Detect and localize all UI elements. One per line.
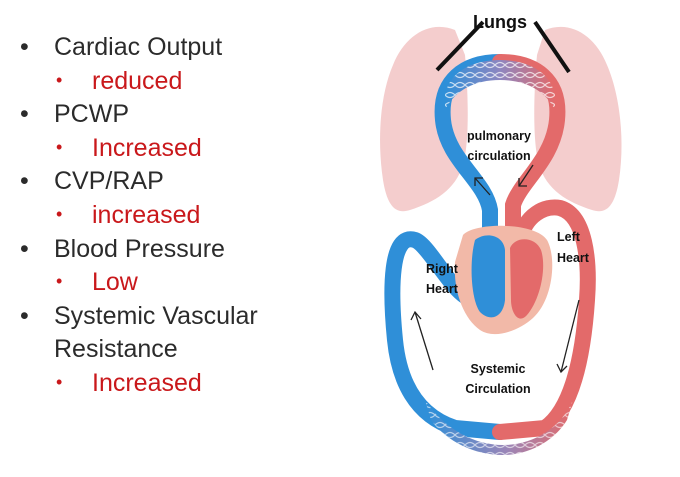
lung-pointer-line [435,20,485,72]
list-item-label: PCWP [54,100,129,128]
flow-arrow [474,177,491,196]
left-heart-label-line2: Heart [557,251,590,265]
bullet: • [20,167,29,195]
left-lung-shape [380,26,468,212]
bullet: • [56,137,63,157]
list-item: • CVP/RAP [20,167,164,196]
right-heart-label-line2: Heart [426,282,459,296]
list-item-label-line2: Resistance [54,335,178,364]
bullet: • [56,70,63,90]
flow-arrow [518,164,534,187]
list-item-label: CVP/RAP [54,167,164,195]
list-item-value: • Increased [56,369,202,398]
pulmonary-label-line2: circulation [467,149,530,163]
list-item-value-text: Increased [92,134,202,162]
list-item-value: • Increased [56,134,202,163]
circulation-svg: Lungs pulmonary circulation Left Heart R… [380,12,622,455]
flow-arrow [410,310,434,371]
list-item-value: • reduced [56,67,182,96]
bullet: • [56,271,63,291]
list-item-label: Cardiac Output [54,33,223,61]
list-item-label: Blood Pressure [54,235,225,263]
lung-pointer-line [533,20,571,74]
list-item: • Cardiac Output [20,33,222,62]
bullet: • [20,235,29,263]
left-heart-label-line1: Left [557,230,581,244]
circulation-diagram: Lungs pulmonary circulation Left Heart R… [335,0,680,477]
list-item-value-text: reduced [92,67,183,95]
list-item-label: Resistance [54,335,178,363]
pulmonary-label-line1: pulmonary [467,129,531,143]
list-item-label: Systemic Vascular [54,302,258,330]
systemic-artery-vessel [492,199,596,440]
flow-arrow [556,299,580,374]
list-item: • PCWP [20,100,129,129]
list-item-value-text: increased [92,201,201,229]
right-heart-label-line1: Right [426,262,459,276]
bullet: • [20,100,29,128]
bullet: • [20,33,29,61]
bullet: • [56,372,63,392]
right-heart-chamber [471,235,505,318]
list-item-value: • Low [56,268,138,297]
bullet: • [20,302,29,330]
left-heart-chamber [510,239,544,319]
lungs-label: Lungs [473,12,527,32]
list-item-value-text: Increased [92,369,202,397]
list-item: • Systemic Vascular [20,302,258,331]
systemic-label-line1: Systemic [471,362,526,376]
list-item-value: • increased [56,201,200,230]
systemic-label-line2: Circulation [465,382,530,396]
list-item: • Blood Pressure [20,235,225,264]
bullet: • [56,204,63,224]
list-item-value-text: Low [92,268,138,296]
systemic-vein-vessel [384,231,508,440]
symptom-list: • Cardiac Output • reduced • PCWP • Increase… [0,0,330,477]
right-lung-shape [534,26,622,212]
